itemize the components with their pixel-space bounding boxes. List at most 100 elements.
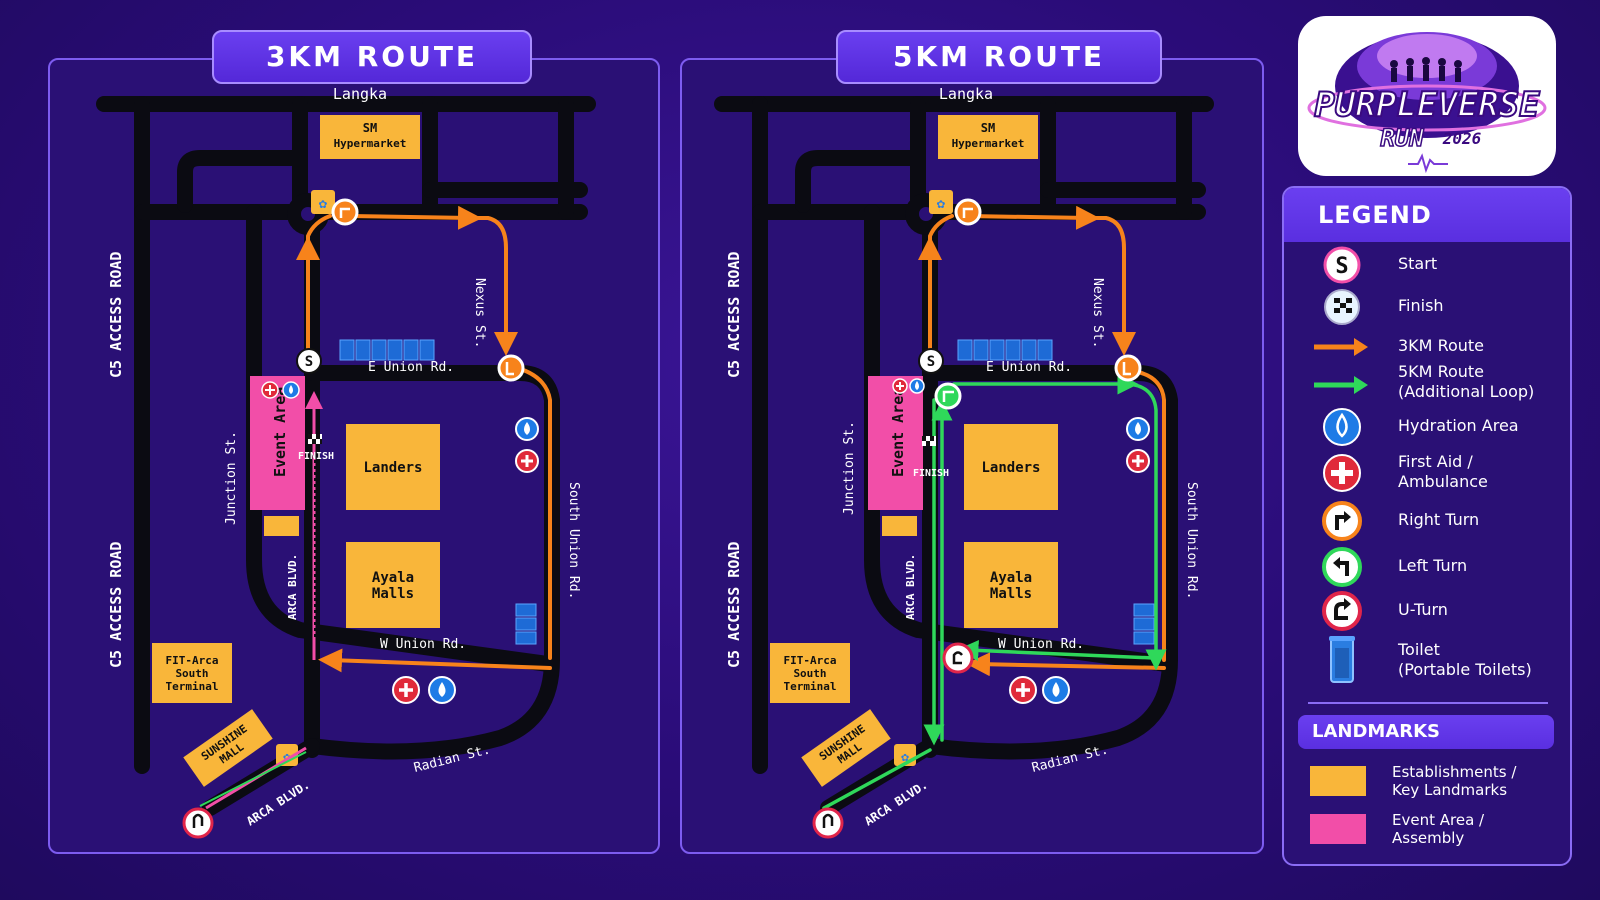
landmark-sm-line2: Hypermarket <box>334 137 407 150</box>
route-3km-line <box>918 205 1166 677</box>
hydration-marker <box>909 378 1150 704</box>
road-label-junction: Junction St. <box>842 421 857 515</box>
landmark-fit-line3: Terminal <box>166 680 219 693</box>
road-label-e-union: E Union Rd. <box>986 360 1072 375</box>
route-5km-title: 5KM ROUTE <box>836 30 1162 84</box>
left-turn-icon <box>1322 547 1362 587</box>
road-label-south-union: South Union Rd. <box>566 482 581 599</box>
event-area-label: Event Area <box>889 387 907 477</box>
left-turn-marker <box>497 354 525 382</box>
legend-label-toilet: Toilet <box>1398 640 1440 659</box>
portable-toilet-icon <box>1329 636 1355 683</box>
legend-title: LEGEND <box>1284 188 1570 242</box>
road-label-arca-vertical: ARCA BLVD. <box>904 554 917 620</box>
green-arrow-icon <box>1314 376 1368 394</box>
start-icon: S <box>1323 246 1361 284</box>
legend-label-event-area-sub: Assembly <box>1392 829 1465 847</box>
legend-label-3km: 3KM Route <box>1398 336 1485 355</box>
legend-label-u-turn: U-Turn <box>1398 600 1448 619</box>
road-label-south-union: South Union Rd. <box>1184 482 1199 599</box>
water-drop-icon <box>1323 408 1361 446</box>
legend-label-left-turn: Left Turn <box>1398 556 1468 575</box>
street-label-langka: Langka <box>939 85 993 103</box>
svg-text:FINISH: FINISH <box>913 468 949 479</box>
landmark-sm-line1: SM <box>981 121 995 135</box>
establishment-swatch <box>1310 766 1366 796</box>
logo-run: RUN <box>1380 124 1424 152</box>
u-turn-icon <box>1322 591 1362 631</box>
legend-label-event-area: Event Area / <box>1392 811 1485 829</box>
road-label-c5-upper: C5 ACCESS ROAD <box>107 252 125 378</box>
road-label-w-union: W Union Rd. <box>380 637 466 652</box>
landmark-fit-line3: Terminal <box>784 680 837 693</box>
logo-title: PURPLEVERSE <box>1314 85 1540 125</box>
legend-label-5km: 5KM Route <box>1398 362 1485 381</box>
road-label-c5-lower: C5 ACCESS ROAD <box>107 542 125 668</box>
first-aid-marker <box>892 378 1150 704</box>
legend-divider <box>1308 702 1548 704</box>
route-3km-title: 3KM ROUTE <box>212 30 532 84</box>
road-label-c5-lower: C5 ACCESS ROAD <box>725 542 743 668</box>
green-right-turn-marker <box>934 382 962 410</box>
event-area-label: Event Area <box>271 387 289 477</box>
landmark-fit-line2: South <box>175 667 208 680</box>
start-marker: S <box>296 348 322 374</box>
landmark-fit-line1: FIT-Arca <box>166 654 219 667</box>
right-turn-icon <box>1322 501 1362 541</box>
right-turn-marker <box>954 198 982 226</box>
street-label-langka: Langka <box>333 85 387 103</box>
landmark-ayala-line1: Ayala <box>372 570 414 586</box>
start-marker: S <box>918 348 944 374</box>
map-3km: Langka SM Hypermarket Landers Ayala Mall… <box>104 85 588 839</box>
landmark-ayala-line2: Malls <box>990 586 1032 602</box>
landmark-landers: Landers <box>981 460 1040 476</box>
right-turn-marker <box>331 198 359 226</box>
svg-text:S: S <box>927 354 935 370</box>
legend-label-hydration: Hydration Area <box>1398 416 1519 435</box>
event-logo: PURPLEVERSE RUN 2026 <box>1298 16 1556 176</box>
road-label-junction: Junction St. <box>224 431 239 525</box>
u-turn-marker <box>182 807 214 839</box>
finish-marker: FINISH <box>298 434 334 462</box>
road-label-w-union: W Union Rd. <box>998 637 1084 652</box>
orange-arrow-icon <box>1314 338 1368 356</box>
first-aid-marker <box>261 381 539 704</box>
landmark-fit-line1: FIT-Arca <box>784 654 837 667</box>
road-label-nexus: Nexus St. <box>472 278 487 348</box>
u-turn-marker <box>812 642 974 839</box>
map-5km: Langka SM Hypermarket Landers Ayala Mall… <box>722 85 1206 839</box>
legend-label-first-aid: First Aid / <box>1398 452 1473 471</box>
road-label-arca-vertical: ARCA BLVD. <box>286 554 299 620</box>
legend-label-5km-sub: (Additional Loop) <box>1398 382 1535 401</box>
route-5km-line <box>822 373 1167 810</box>
road-label-c5-upper: C5 ACCESS ROAD <box>725 252 743 378</box>
legend-panel: LEGEND S Start Finish 3KM Route 5KM Rout… <box>1282 186 1572 866</box>
legend-label-toilet-sub: (Portable Toilets) <box>1398 660 1532 679</box>
hydration-marker <box>282 381 539 704</box>
legend-label-establishments: Establishments / <box>1392 763 1517 781</box>
landmark-sm-line2: Hypermarket <box>952 137 1025 150</box>
landmark-ayala-line1: Ayala <box>990 570 1032 586</box>
legend-label-start: Start <box>1398 254 1438 273</box>
landmark-landers: Landers <box>363 460 422 476</box>
legend-label-first-aid-sub: Ambulance <box>1398 472 1488 491</box>
landmark-ayala-line2: Malls <box>372 586 414 602</box>
landmark-sm-line1: SM <box>363 121 377 135</box>
svg-text:S: S <box>1335 254 1348 279</box>
svg-text:FINISH: FINISH <box>298 451 334 462</box>
road-label-e-union: E Union Rd. <box>368 360 454 375</box>
route-maps: ✿ ✿ Langka SM Hypermarket Landers Ayala … <box>0 85 1290 839</box>
finish-marker: FINISH <box>913 436 949 479</box>
left-turn-marker <box>1114 354 1142 382</box>
landmarks-title: LANDMARKS <box>1298 715 1554 749</box>
legend-label-finish: Finish <box>1398 296 1444 315</box>
finish-flag-icon <box>1324 289 1360 325</box>
legend-label-establishments-sub: Key Landmarks <box>1392 781 1508 799</box>
first-aid-icon <box>1323 454 1361 492</box>
logo-year: 2026 <box>1442 129 1482 148</box>
svg-text:S: S <box>305 354 313 370</box>
landmark-fit-line2: South <box>793 667 826 680</box>
event-area-swatch <box>1310 814 1366 844</box>
road-label-nexus: Nexus St. <box>1090 278 1105 348</box>
legend-label-right-turn: Right Turn <box>1398 510 1480 529</box>
